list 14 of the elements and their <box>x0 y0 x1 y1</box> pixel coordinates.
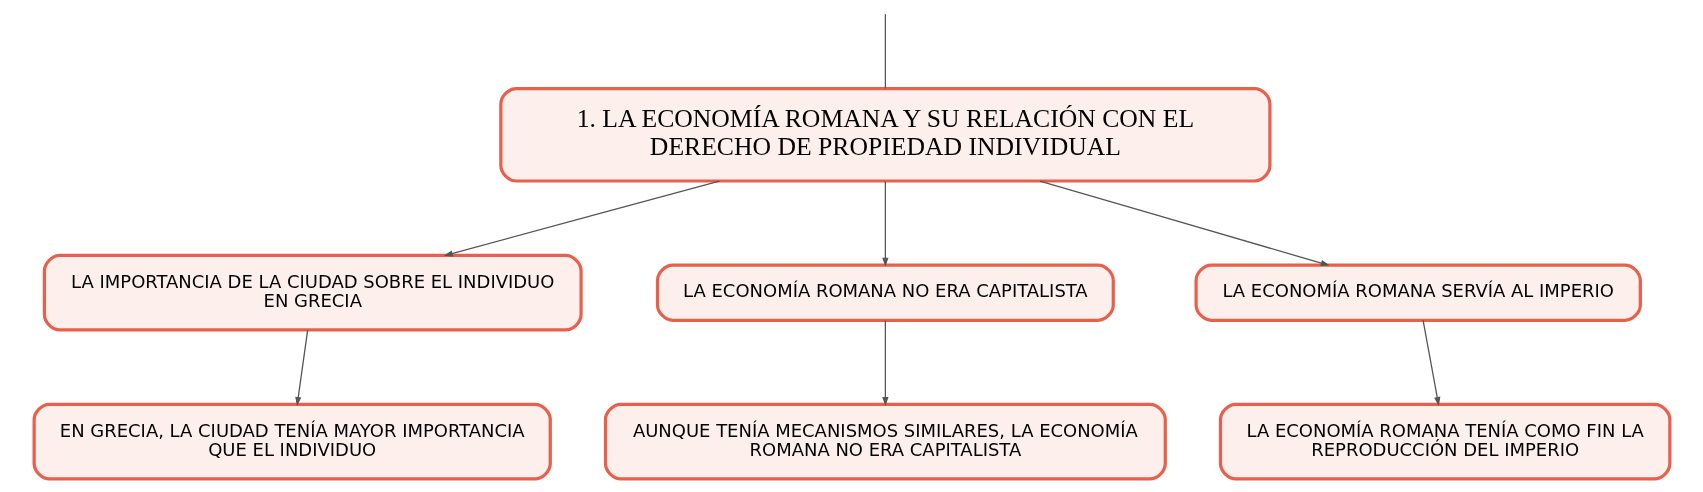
arrow <box>881 180 889 267</box>
node-box: 1. LA ECONOMÍA ROMANA Y SU RELACIÓN CON EL DERECHO DE PROPIEDAD INDIVIDUAL <box>498 86 1272 183</box>
node-box: LA IMPORTANCIA DE LA CIUDAD SOBRE EL INDIVIDUO EN GRECIA <box>42 253 583 332</box>
node-box: LA ECONOMÍA ROMANA NO ERA CAPITALISTA <box>655 263 1115 322</box>
node-box: AUNQUE TENÍA MECANISMOS SIMILARES, LA ECONOMÍA ROMANA NO ERA CAPITALISTA <box>603 402 1167 481</box>
node-box: LA ECONOMÍA ROMANA TENÍA COMO FIN LA REPRODUCCIÓN DEL IMPERIO <box>1218 402 1671 481</box>
arrow <box>881 319 889 407</box>
arrow <box>294 329 308 406</box>
node-box: LA ECONOMÍA ROMANA SERVÍA AL IMPERIO <box>1194 263 1642 322</box>
arrow <box>1421 319 1440 407</box>
arrow <box>443 180 720 257</box>
connector <box>884 13 886 90</box>
arrow <box>1038 180 1330 267</box>
node-box: EN GRECIA, LA CIUDAD TENÍA MAYOR IMPORTANCIA QUE EL INDIVIDUO <box>32 402 552 481</box>
